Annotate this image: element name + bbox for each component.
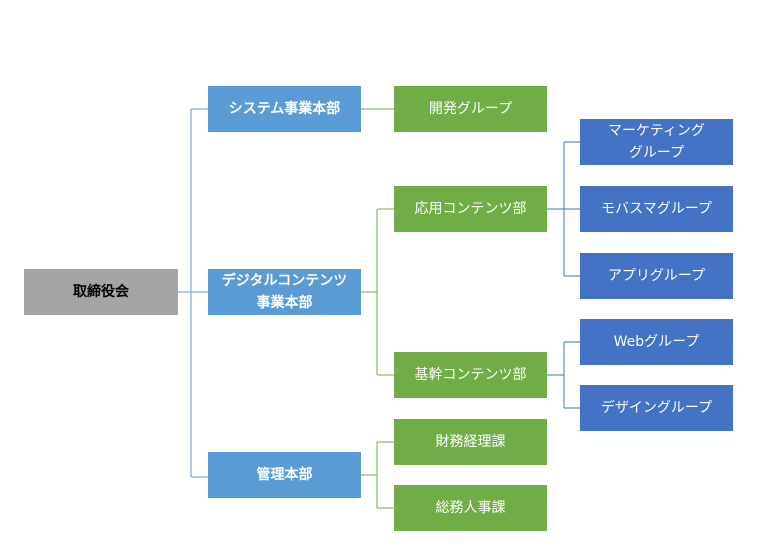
dept-general-affairs-hr: 総務人事課 <box>394 485 547 531</box>
dept-core-content-label: 基幹コンテンツ部 <box>414 367 527 383</box>
group-mobasuma: モバスマグループ <box>580 186 733 232</box>
group-design: デザイングループ <box>580 385 733 431</box>
division-admin-label: 管理本部 <box>256 467 313 483</box>
dept-core-content: 基幹コンテンツ部 <box>394 352 547 398</box>
connector-admin-division <box>361 441 394 509</box>
connector-root-divisions <box>178 108 208 478</box>
root-label: 取締役会 <box>73 284 129 300</box>
group-app: アプリグループ <box>580 253 733 299</box>
division-digital-content: デジタルコンテンツ 事業本部 <box>208 269 361 315</box>
group-mobasuma-label: モバスマグループ <box>601 201 712 217</box>
group-web-label: Webグループ <box>613 334 700 350</box>
division-system: システム事業本部 <box>208 86 361 132</box>
group-app-label: アプリグループ <box>607 268 706 284</box>
group-web: Webグループ <box>580 319 733 365</box>
connector-digital-division <box>361 208 394 376</box>
dept-general-affairs-hr-label: 総務人事課 <box>435 500 506 516</box>
group-design-label: デザイングループ <box>600 400 713 416</box>
dept-applied-content: 応用コンテンツ部 <box>394 186 547 232</box>
dept-finance-accounting: 財務経理課 <box>394 419 547 465</box>
dept-development-group: 開発グループ <box>394 86 547 132</box>
root-node: 取締役会 <box>24 269 178 315</box>
dept-finance-accounting-label: 財務経理課 <box>435 434 506 450</box>
group-marketing: マーケティング グループ <box>580 119 733 165</box>
group-marketing-label: マーケティング グループ <box>608 123 705 161</box>
division-admin: 管理本部 <box>208 452 361 498</box>
dept-development-group-label: 開発グループ <box>428 101 513 117</box>
connector-core-content <box>547 341 580 409</box>
dept-applied-content-label: 応用コンテンツ部 <box>414 201 527 217</box>
connector-applied-content <box>547 141 580 277</box>
division-digital-content-label: デジタルコンテンツ 事業本部 <box>221 273 348 311</box>
division-system-label: システム事業本部 <box>228 101 341 117</box>
